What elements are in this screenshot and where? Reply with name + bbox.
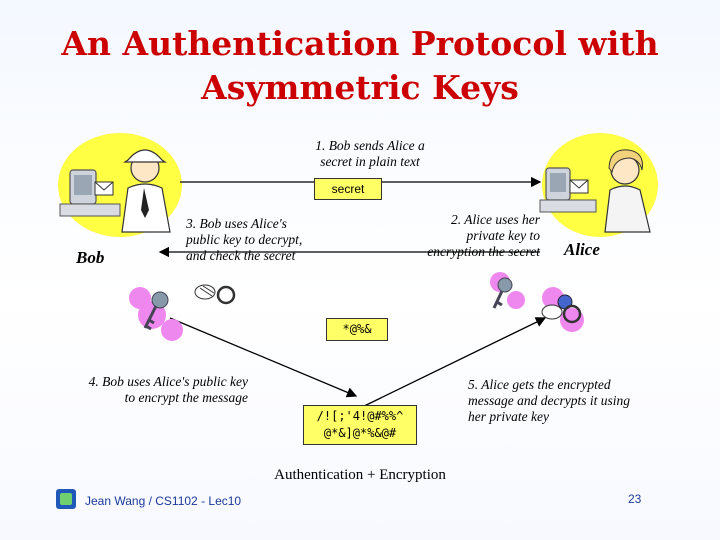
step-5-line-1: 5. Alice gets the encrypted: [468, 377, 611, 392]
step-4-line-2: to encrypt the message: [124, 390, 248, 405]
step-2-note: 2. Alice uses her private key to encrypt…: [396, 212, 540, 260]
public-key-icon-left: [129, 287, 183, 341]
bob-envelope-icon: [94, 181, 114, 196]
cipher-text-long-line-1: /![;'4!@#%%^: [316, 409, 404, 423]
title-line-1: An Authentication Protocol with: [61, 24, 659, 63]
step-3-line-3: and check the secret: [186, 248, 296, 263]
step-2-line-3: encryption the secret: [427, 244, 540, 259]
footer-author: Jean Wang / CS1102 - Lec10: [85, 494, 242, 508]
alice-computer-illustration: [539, 133, 658, 237]
alice-hair: [608, 149, 643, 174]
alice-keyboard: [539, 199, 597, 213]
step-3-note: 3. Bob uses Alice's public key to decryp…: [186, 216, 336, 264]
university-logo-icon: [56, 489, 76, 509]
page-number: 23: [628, 492, 642, 506]
step-5-line-2: message and decrypts it using: [468, 393, 630, 408]
private-key-icon-alice: [490, 272, 525, 309]
alice-envelope-icon: [569, 179, 589, 194]
cipher-text-short: *@%&: [326, 318, 388, 341]
bob-hat: [123, 149, 167, 163]
bob-computer-illustration: [58, 133, 182, 237]
arrow-bob-to-cipher: [169, 317, 358, 398]
private-key-icon-right: [541, 287, 584, 332]
alice-body: [604, 185, 651, 233]
secret-box: secret: [314, 178, 382, 200]
step-1-line-2: secret in plain text: [320, 154, 420, 169]
key-in-hand-icon-bob: [194, 284, 236, 305]
step-1-note: 1. Bob sends Alice a secret in plain tex…: [290, 138, 450, 170]
step-4-note: 4. Bob uses Alice's public key to encryp…: [78, 374, 248, 406]
step-3-line-2: public key to decrypt,: [186, 232, 303, 247]
bob-tie: [141, 188, 149, 218]
cipher-text-long: /![;'4!@#%%^ @*&]@*%&@#: [303, 405, 417, 445]
step-1-line-1: 1. Bob sends Alice a: [315, 138, 425, 153]
alice-label: Alice: [564, 240, 600, 259]
step-3-line-1: 3. Bob uses Alice's: [186, 216, 287, 231]
title-line-2: Asymmetric Keys: [201, 68, 519, 107]
bob-keyboard: [59, 203, 121, 217]
step-5-note: 5. Alice gets the encrypted message and …: [468, 377, 648, 425]
bob-label: Bob: [76, 248, 105, 267]
arrow-cipher-to-alice: [355, 317, 547, 411]
step-2-line-1: 2. Alice uses her: [451, 212, 540, 227]
authentication-encryption-label: Authentication + Encryption: [274, 467, 446, 483]
cipher-text-long-line-2: @*&]@*%&@#: [323, 426, 397, 440]
step-4-line-1: 4. Bob uses Alice's public key: [88, 374, 248, 389]
step-2-line-2: private key to: [466, 228, 540, 243]
slide-title: An Authentication Protocol with Asymmetr…: [0, 22, 720, 110]
step-5-line-3: her private key: [468, 409, 549, 424]
